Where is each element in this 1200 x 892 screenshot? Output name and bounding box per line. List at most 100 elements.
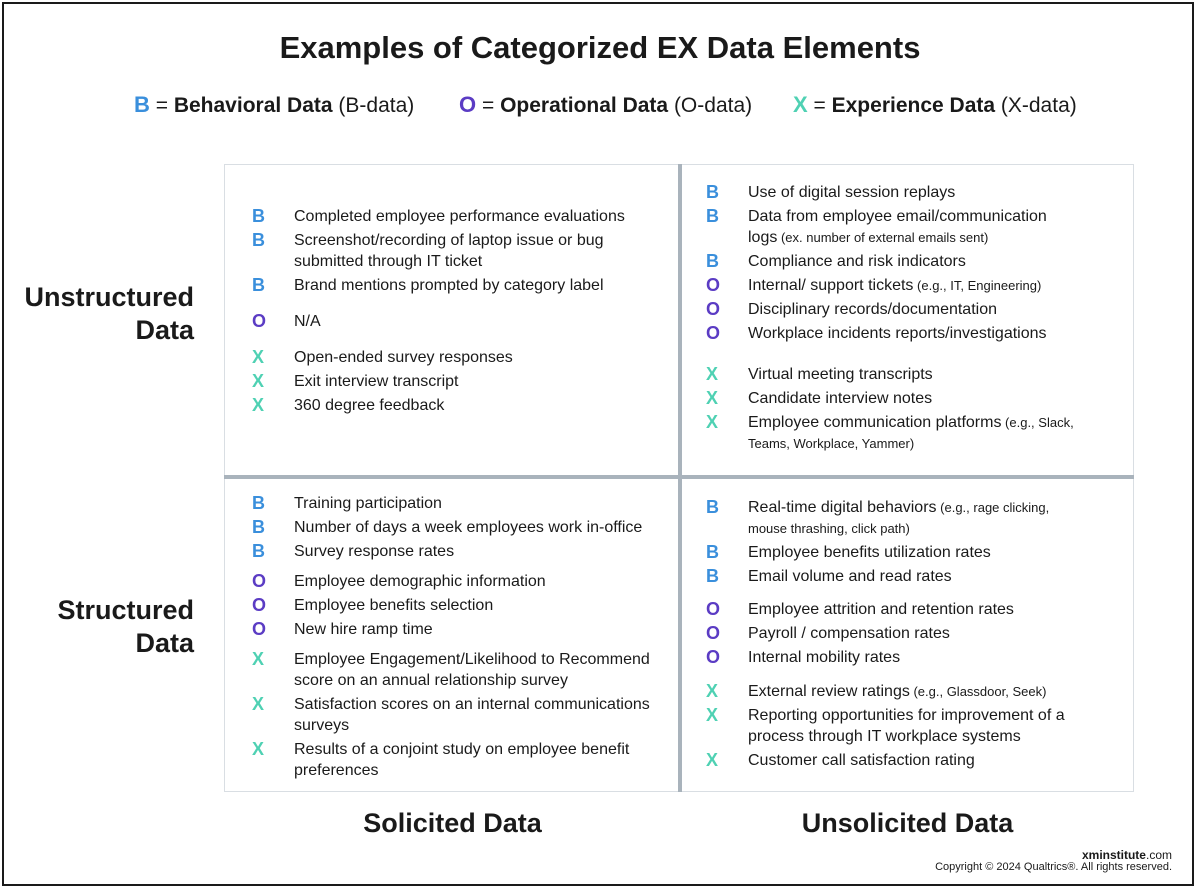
item-main-text: Completed employee performance evaluatio… [294, 208, 625, 225]
item-main-text: Brand mentions prompted by category labe… [294, 277, 604, 294]
type-marker-b: B [706, 497, 719, 517]
item-main-text: New hire ramp time [294, 621, 433, 638]
item-main-text: Internal mobility rates [748, 649, 901, 666]
item-note: (e.g., rage clicking, mouse thrashing, c… [748, 500, 1050, 536]
item-main-text: Survey response rates [294, 543, 455, 560]
item-main-text: Customer call satisfaction rating [748, 752, 975, 769]
item-text: Employee demographic information [294, 571, 672, 592]
row-label-unstructured: Unstructured Data [24, 281, 194, 347]
item-text: Employee Engagement/Likelihood to Recomm… [294, 649, 672, 691]
item-text: Employee attrition and retention rates [748, 599, 1076, 620]
type-marker-x: X [252, 347, 265, 367]
row-label-line: Data [135, 315, 194, 345]
type-marker-x: X [252, 371, 265, 391]
list-item: X 360 degree feedback [252, 395, 657, 416]
list-item: B Compliance and risk indicators [706, 251, 1076, 272]
item-text: Compliance and risk indicators [748, 251, 1076, 272]
type-marker-b: B [252, 517, 265, 537]
list-item: O Internal mobility rates [706, 647, 1076, 668]
item-main-text: Data from employee email/communication l… [748, 208, 1047, 246]
item-main-text: Use of digital session replays [748, 184, 956, 201]
item-main-text: Employee communication platforms [748, 414, 1002, 431]
item-main-text: N/A [294, 313, 321, 330]
item-main-text: Employee benefits utilization rates [748, 544, 991, 561]
page-title: Examples of Categorized EX Data Elements [279, 30, 921, 65]
list-item: B Number of days a week employees work in… [252, 517, 672, 538]
item-main-text: Candidate interview notes [748, 390, 933, 407]
item-main-text: Employee attrition and retention rates [748, 601, 1014, 618]
item-text: Candidate interview notes [748, 388, 1076, 409]
type-marker-b: B [706, 566, 719, 586]
type-marker-o: O [706, 599, 721, 619]
legend-name: Operational Data [500, 94, 669, 117]
type-marker-b: B [706, 182, 719, 202]
type-marker-o: O [252, 595, 267, 615]
list-item: X Employee Engagement/Likelihood to Recom… [252, 649, 672, 691]
item-text: New hire ramp time [294, 619, 672, 640]
type-marker-b: B [252, 493, 265, 513]
type-marker-x: X [252, 395, 265, 415]
type-marker-o: O [706, 647, 721, 667]
type-marker-o: O [252, 311, 267, 331]
item-main-text: External review ratings [748, 683, 910, 700]
type-marker-x: X [252, 649, 265, 669]
item-text: 360 degree feedback [294, 395, 657, 416]
legend-letter: B [134, 92, 150, 117]
item-main-text: Open-ended survey responses [294, 349, 513, 366]
item-main-text: Compliance and risk indicators [748, 253, 966, 270]
item-text: Screenshot/recording of laptop issue or … [294, 230, 657, 272]
type-marker-b: B [706, 251, 719, 271]
item-text: Data from employee email/communication l… [748, 206, 1076, 248]
item-text: Satisfaction scores on an internal commu… [294, 694, 672, 736]
legend-letter: O [459, 92, 477, 117]
item-main-text: Workplace incidents reports/investigatio… [748, 325, 1047, 342]
list-item: B Use of digital session replays [706, 182, 1076, 203]
type-marker-o: O [706, 623, 721, 643]
item-text: Workplace incidents reports/investigatio… [748, 323, 1076, 344]
type-marker-x: X [252, 739, 265, 759]
list-item: B Real-time digital behaviors (e.g., rage… [706, 497, 1076, 539]
type-marker-x: X [252, 694, 265, 714]
item-text: Employee benefits utilization rates [748, 542, 1076, 563]
item-text: External review ratings (e.g., Glassdoor… [748, 681, 1076, 702]
col-label-unsolicited: Unsolicited Data [801, 808, 1014, 838]
item-main-text: Real-time digital behaviors [748, 499, 937, 516]
legend-eq: = [807, 94, 832, 117]
legend-eq: = [476, 94, 501, 117]
legend-name: Behavioral Data [173, 94, 333, 117]
item-text: Survey response rates [294, 541, 672, 562]
item-main-text: Employee demographic information [294, 573, 546, 590]
item-main-text: 360 degree feedback [294, 397, 445, 414]
item-text: Internal mobility rates [748, 647, 1076, 668]
item-main-text: Reporting opportunities for improvement … [748, 707, 1065, 745]
type-marker-x: X [706, 388, 719, 408]
list-item: X Satisfaction scores on an internal comm… [252, 694, 672, 736]
legend-eq: = [149, 94, 174, 117]
type-marker-o: O [706, 323, 721, 343]
item-main-text: Number of days a week employees work in-… [294, 519, 643, 536]
list-item: O Payroll / compensation rates [706, 623, 1076, 644]
legend-name: Experience Data [831, 94, 996, 117]
type-marker-b: B [706, 206, 719, 226]
footer-copyright: Copyright © 2024 Qualtrics®. All rights … [935, 861, 1172, 873]
footer-site: xminstitute.com [1082, 848, 1172, 862]
list-item: X Open-ended survey responses [252, 347, 657, 368]
item-text: Payroll / compensation rates [748, 623, 1076, 644]
